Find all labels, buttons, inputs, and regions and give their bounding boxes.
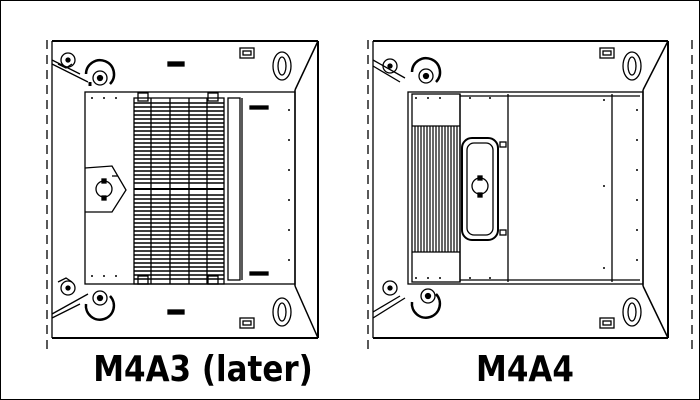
m4a3-lifting-ring-top <box>84 58 116 86</box>
caption-m4a4: M4A4 <box>476 349 574 390</box>
m4a4-access-hatch <box>461 137 507 241</box>
m4a4-radiator-grille <box>414 126 458 252</box>
m4a3-engine-grille <box>133 92 225 285</box>
caption-m4a3-later: M4A3 (later) <box>93 349 313 390</box>
m4a3-lifting-ring-bottom <box>84 290 116 321</box>
m4a4-engine-deck <box>367 40 693 352</box>
m4a4-engine-deck-plate <box>407 91 644 285</box>
m4a4-tow-hook-bottom <box>382 280 398 296</box>
m4a4-lifting-ring-bottom <box>410 288 442 319</box>
m4a3-tow-hook-top <box>57 52 76 69</box>
m4a3-tow-hook-bottom <box>57 277 76 296</box>
m4a4-lifting-ring-top <box>410 56 442 84</box>
m4a4-tow-hook-top <box>382 58 398 74</box>
m4a3-engine-deck <box>46 40 319 352</box>
